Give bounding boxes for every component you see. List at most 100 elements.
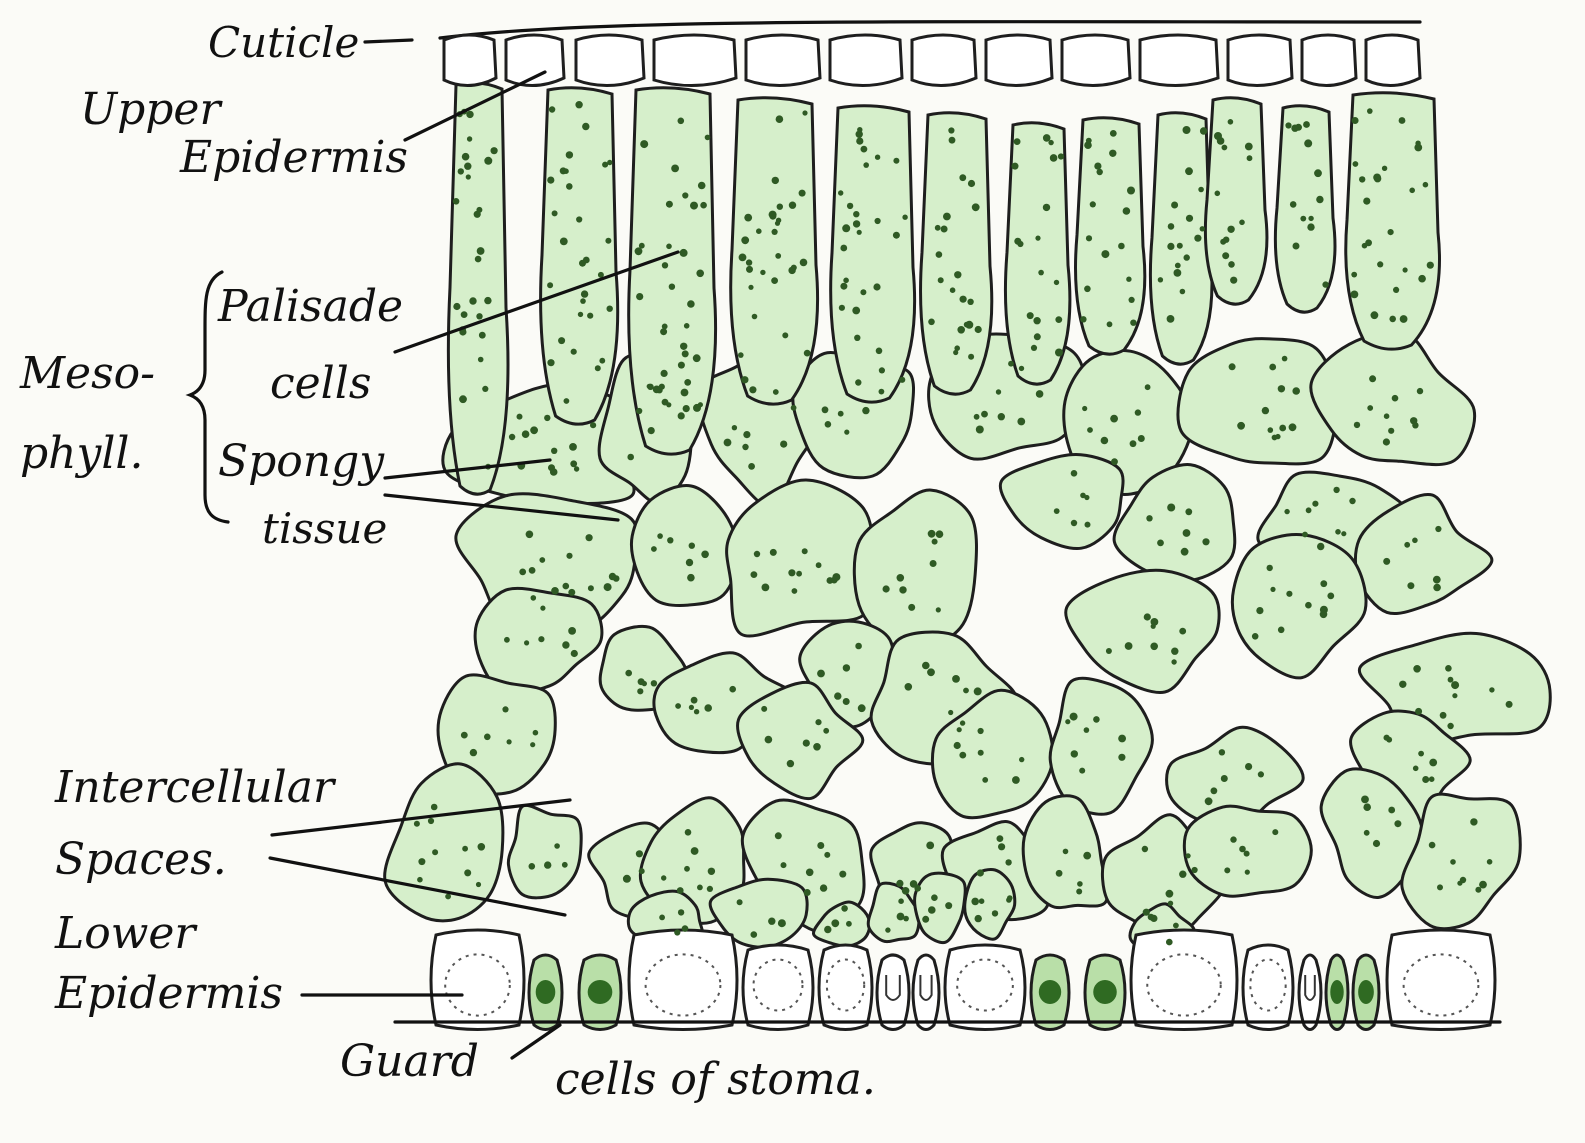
chloroplast-dot (777, 204, 783, 210)
chloroplast-dot (469, 297, 476, 304)
chloroplast-dot (1202, 538, 1209, 545)
chloroplast-dot (558, 337, 565, 344)
chloroplast-dot (902, 215, 907, 220)
chloroplast-dot (1278, 385, 1285, 392)
chloroplast-dot (775, 253, 781, 259)
chloroplast-dot (922, 662, 930, 670)
chloroplast-dot (824, 926, 831, 933)
chloroplast-dot (667, 537, 673, 543)
chloroplast-dot (1237, 422, 1245, 430)
chloroplast-dot (768, 918, 775, 925)
chloroplast-dot (998, 413, 1005, 420)
chloroplast-dot (908, 604, 915, 611)
chloroplast-dot (1167, 504, 1175, 512)
chloroplast-dot (787, 760, 794, 767)
chloroplast-dot (1403, 267, 1408, 272)
chloroplast-dot (583, 257, 590, 264)
chloroplast-dot (822, 406, 829, 413)
chloroplast-dot (662, 262, 668, 268)
chloroplast-dot (609, 573, 616, 580)
chloroplast-dot (623, 875, 631, 883)
chloroplast-dot (825, 421, 832, 428)
chloroplast-dot (414, 821, 420, 827)
spongy-cell (915, 873, 966, 942)
chloroplast-dot (1063, 849, 1069, 855)
chloroplast-dot (1457, 881, 1462, 886)
chloroplast-dot (1071, 470, 1078, 477)
chloroplast-dot (566, 553, 572, 559)
chloroplast-dot (1413, 766, 1419, 772)
chloroplast-dot (1245, 143, 1253, 151)
palisade-cell (731, 98, 818, 404)
chloroplast-dot (1215, 191, 1221, 197)
chloroplast-dot (926, 842, 934, 850)
chloroplast-dot (539, 557, 545, 563)
chloroplast-dot (1076, 889, 1082, 895)
chloroplast-dot (1054, 508, 1060, 514)
chloroplast-dot (742, 444, 748, 450)
chloroplast-dot (775, 221, 780, 226)
chloroplast-dot (531, 595, 537, 601)
chloroplast-dot (551, 448, 557, 454)
chloroplast-dot (707, 886, 713, 892)
chloroplast-dot (771, 277, 778, 284)
chloroplast-dot (691, 847, 699, 855)
chloroplast-dot (1127, 187, 1135, 195)
chloroplast-dot (1223, 237, 1229, 243)
chloroplast-dot (1110, 130, 1117, 137)
chloroplast-dot (569, 443, 577, 451)
chloroplast-dot (796, 571, 802, 577)
chloroplast-dot (560, 238, 568, 246)
chloroplast-dot (428, 818, 434, 824)
chloroplast-dot (1080, 316, 1086, 322)
chloroplast-dot (1126, 277, 1131, 282)
chloroplast-dot (1014, 138, 1021, 145)
chloroplast-dot (581, 290, 588, 297)
chloroplast-dot (1412, 538, 1418, 544)
spongy-cell (727, 480, 874, 636)
chloroplast-dot (578, 312, 583, 317)
chloroplast-dot (815, 719, 821, 725)
chloroplast-dot (885, 927, 890, 932)
chloroplast-dot (746, 266, 753, 273)
chloroplast-dot (1282, 356, 1288, 362)
chloroplast-dot (607, 306, 613, 312)
chloroplast-dot (1086, 235, 1092, 241)
chloroplast-dot (1275, 434, 1280, 439)
chloroplast-dot (792, 588, 798, 594)
chloroplast-dot (680, 343, 687, 350)
chloroplast-dot (1033, 317, 1040, 324)
chloroplast-dot (680, 249, 688, 257)
chloroplast-dot (1279, 425, 1286, 432)
label-guard: Guard (340, 1040, 479, 1084)
chloroplast-dot (773, 389, 779, 395)
chloroplast-dot (1168, 223, 1175, 230)
chloroplast-dot (1475, 887, 1481, 893)
chloroplast-dot (1322, 281, 1328, 287)
lower-epidermis-cell (1131, 930, 1237, 1030)
chloroplast-dot (1383, 438, 1390, 445)
chloroplast-dot (1008, 361, 1014, 367)
chloroplast-dot (954, 742, 961, 749)
chloroplast-dot (772, 229, 778, 235)
chloroplast-dot (1239, 220, 1245, 226)
chloroplast-dot (1393, 287, 1399, 293)
chloroplast-dot (931, 894, 938, 901)
chloroplast-dot (666, 201, 673, 208)
chloroplast-dot (671, 165, 679, 173)
chloroplast-dot (1179, 628, 1186, 635)
chloroplast-dot (1211, 787, 1218, 794)
chloroplast-dot (1229, 363, 1236, 370)
chloroplast-dot (475, 256, 482, 263)
chloroplast-dot (936, 251, 943, 258)
chloroplast-dot (1320, 611, 1328, 619)
chloroplast-dot (669, 284, 675, 290)
chloroplast-dot (1086, 138, 1092, 144)
chloroplast-dot (639, 243, 645, 249)
chloroplast-dot (1146, 515, 1152, 521)
chloroplast-dot (1452, 693, 1457, 698)
chloroplast-dot (563, 583, 570, 590)
chloroplast-dot (477, 247, 485, 255)
chloroplast-dot (1130, 440, 1137, 447)
chloroplast-dot (461, 732, 468, 739)
